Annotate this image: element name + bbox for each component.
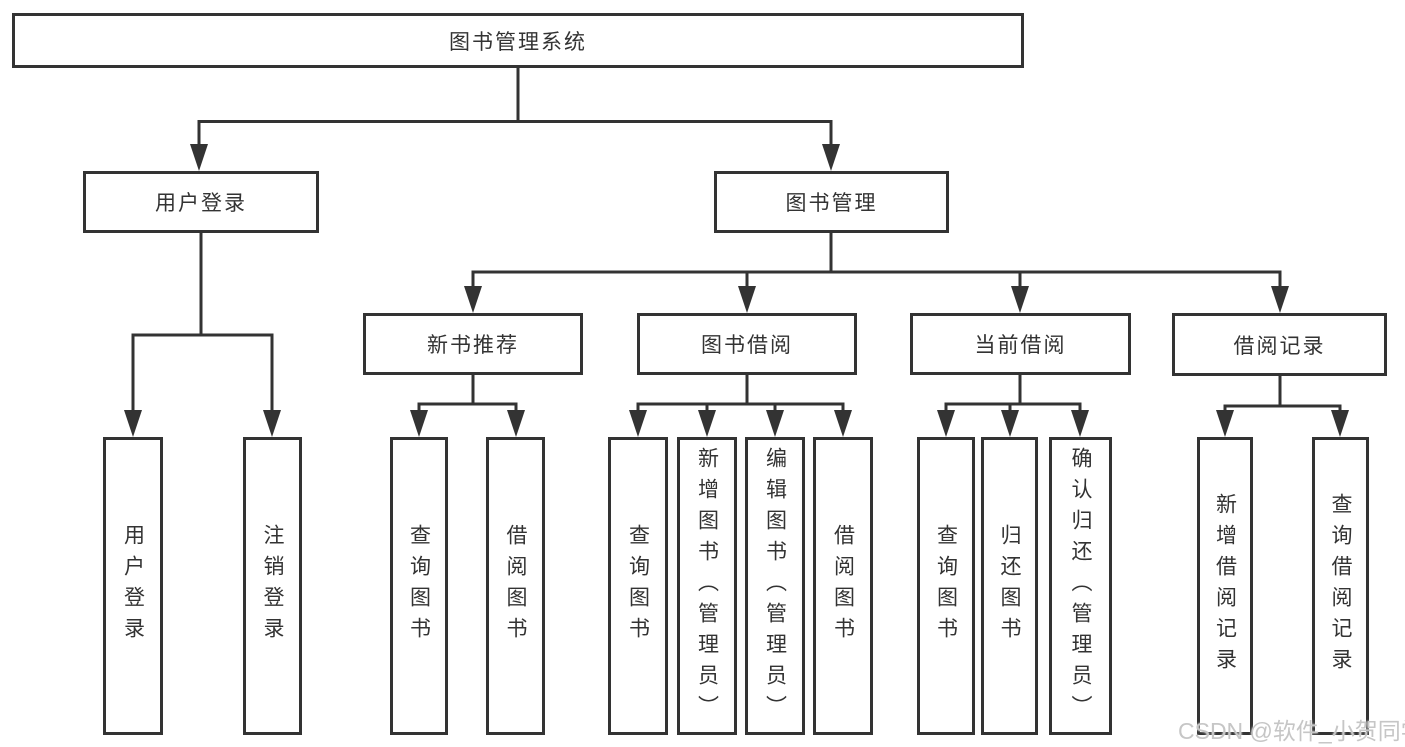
leaf-current-confirm-return-admin: 确认归还（管理员） bbox=[1049, 437, 1112, 735]
leaf-borrow-query-books: 查询图书 bbox=[608, 437, 668, 735]
leaf-user-login: 用户登录 bbox=[103, 437, 163, 735]
node-book-management: 图书管理 bbox=[714, 171, 949, 233]
node-label: 借阅记录 bbox=[1233, 334, 1326, 358]
node-label: 用户登录 bbox=[155, 192, 247, 215]
leaf-borrow-edit-books-admin: 编辑图书（管理员） bbox=[745, 437, 805, 735]
node-borrowing-records: 借阅记录 bbox=[1172, 313, 1387, 376]
node-label: 图书管理系统 bbox=[449, 30, 587, 54]
node-label: 编辑图书（管理员） bbox=[763, 446, 787, 726]
node-label: 新增借阅记录 bbox=[1213, 493, 1237, 679]
leaf-recommend-query-books: 查询图书 bbox=[390, 437, 448, 735]
leaf-recommend-borrow-books: 借阅图书 bbox=[486, 437, 545, 735]
leaf-borrow-borrow-books: 借阅图书 bbox=[813, 437, 873, 735]
leaf-borrow-add-books-admin: 新增图书（管理员） bbox=[677, 437, 737, 735]
csdn-watermark: CSDN @软件_小贺同学 bbox=[1178, 718, 1405, 744]
node-label: 借阅图书 bbox=[504, 524, 527, 648]
node-label: 借阅图书 bbox=[831, 524, 855, 648]
node-label: 图书管理 bbox=[785, 192, 878, 215]
node-label: 查询借阅记录 bbox=[1329, 493, 1352, 679]
node-library-system-root: 图书管理系统 bbox=[12, 13, 1024, 68]
node-label: 新增图书（管理员） bbox=[695, 446, 719, 726]
node-label: 查询图书 bbox=[407, 524, 431, 648]
node-label: 归还图书 bbox=[998, 524, 1021, 648]
node-new-book-recommend: 新书推荐 bbox=[363, 313, 583, 375]
leaf-current-return-books: 归还图书 bbox=[981, 437, 1038, 735]
node-label: 图书借阅 bbox=[701, 334, 793, 357]
node-user-login: 用户登录 bbox=[83, 171, 319, 233]
leaf-current-query-books: 查询图书 bbox=[917, 437, 975, 735]
node-current-borrowing: 当前借阅 bbox=[910, 313, 1131, 375]
leaf-logout: 注销登录 bbox=[243, 437, 302, 735]
node-label: 新书推荐 bbox=[427, 334, 519, 357]
node-label: 查询图书 bbox=[626, 524, 650, 648]
node-label: 确认归还（管理员） bbox=[1069, 446, 1092, 726]
node-book-borrowing: 图书借阅 bbox=[637, 313, 857, 375]
node-label: 当前借阅 bbox=[974, 334, 1067, 357]
leaf-records-query-record: 查询借阅记录 bbox=[1312, 437, 1369, 735]
node-label: 注销登录 bbox=[261, 524, 284, 648]
node-label: 用户登录 bbox=[121, 524, 145, 648]
leaf-records-add-record: 新增借阅记录 bbox=[1197, 437, 1253, 735]
node-label: 查询图书 bbox=[934, 524, 958, 648]
